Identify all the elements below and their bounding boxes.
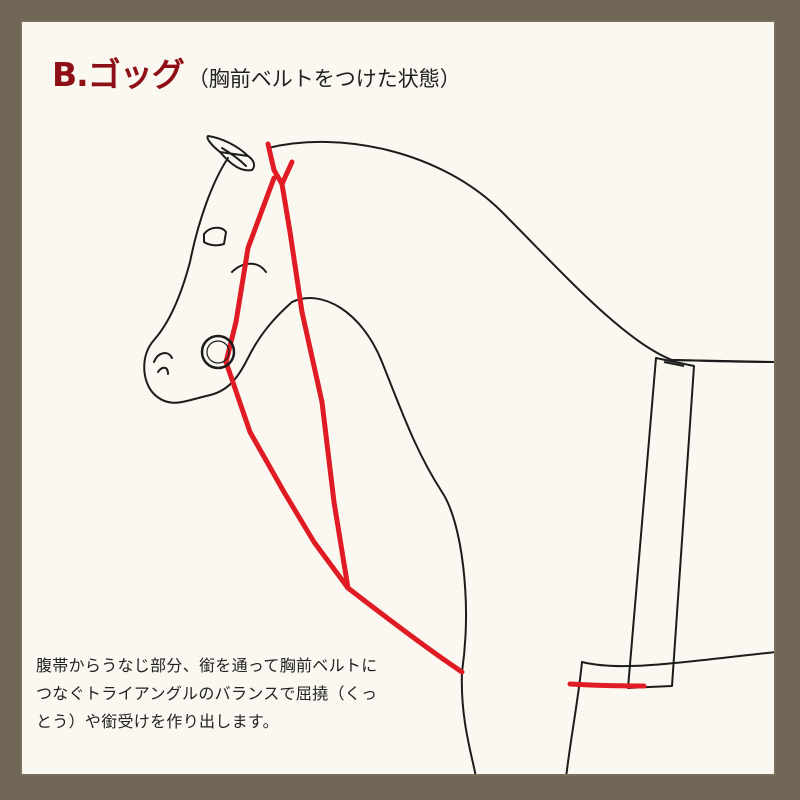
gog-cord-to-poll	[279, 181, 351, 591]
girth-band-inner	[663, 361, 685, 367]
horse-jaw	[205, 301, 293, 397]
horse-cheek	[231, 262, 267, 273]
belly-line	[581, 651, 774, 668]
horse-nostril	[157, 366, 169, 375]
gog-cord-to-bit	[223, 359, 351, 591]
poll-strap	[265, 141, 295, 187]
horse-back	[671, 359, 774, 363]
diagram-title: B.ゴッグ（胸前ベルトをつけた状態）	[52, 48, 461, 96]
horse-throat	[291, 297, 477, 774]
bit-ring	[200, 334, 236, 370]
horse-muzzle	[153, 352, 173, 363]
foreleg-front	[565, 661, 583, 774]
horse-ear-inner	[221, 147, 247, 167]
title-subtitle: （胸前ベルトをつけた状態）	[187, 67, 461, 91]
horse-head-front	[143, 157, 229, 404]
title-main: B.ゴッグ	[52, 55, 185, 94]
horse-illustration	[143, 135, 774, 774]
caption-text: 腹帯からうなじ部分、銜を通って胸前ベルトにつなぐトライアングルのバランスで屈撓（…	[36, 656, 378, 731]
horse-eye	[203, 226, 227, 247]
breastplate-to-girth	[345, 585, 465, 675]
girth-band	[627, 357, 695, 689]
horse-neck-crest	[267, 140, 774, 363]
illustration-panel: B.ゴッグ（胸前ベルトをつけた状態） 腹帯からうなじ部分、銜を通って胸前ベルトに…	[20, 20, 776, 776]
girth-red-strap	[567, 681, 647, 689]
